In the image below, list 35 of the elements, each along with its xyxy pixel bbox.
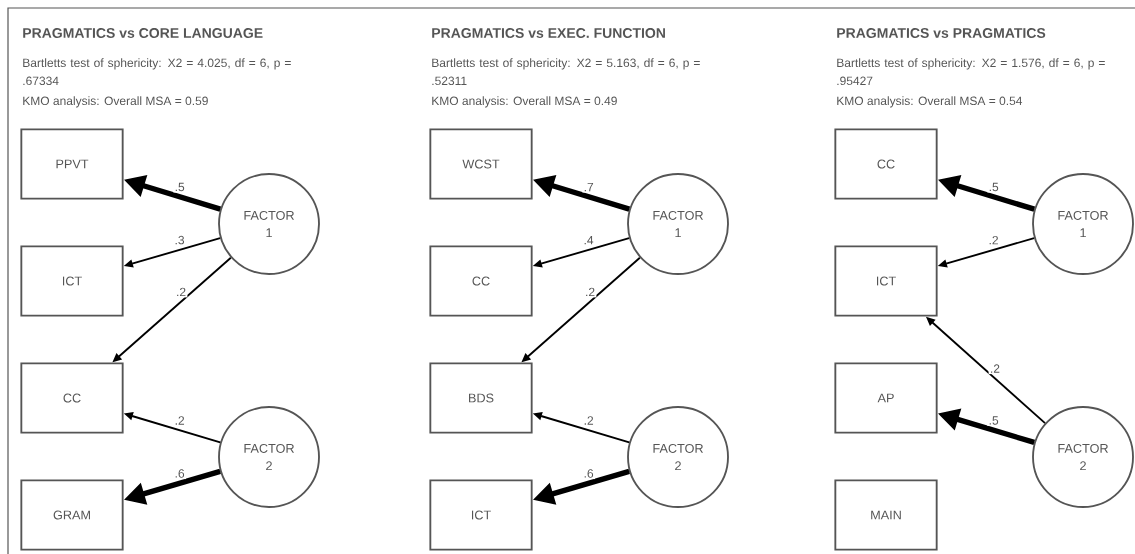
edge-label: .2	[583, 286, 597, 298]
variable-box: WCST	[429, 128, 533, 200]
edge-label: .4	[582, 234, 595, 246]
edge-label: .5	[987, 181, 1000, 193]
variable-box: GRAM	[20, 479, 124, 551]
statistics-text: Bartletts test of sphericity: X2 = 4.025, df = 6, p = .67334	[23, 58, 291, 86]
statistics-text: KMO analysis: Overall MSA = 0.54	[837, 96, 1023, 108]
panel-title: PRAGMATICS vs PRAGMATICS	[837, 28, 1046, 38]
edge-label: .2	[174, 286, 188, 298]
variable-box: CC	[834, 128, 938, 200]
edge-label: .2	[987, 234, 1000, 246]
variable-box: ICT	[20, 245, 124, 317]
edge-label: .2	[582, 414, 595, 426]
variable-box: ICT	[429, 479, 533, 551]
variable-box: MAIN	[834, 479, 938, 551]
variable-box: ICT	[834, 245, 938, 317]
statistics-text: KMO analysis: Overall MSA = 0.59	[23, 96, 208, 108]
edge-label: .5	[987, 414, 1000, 426]
edge-label: .2	[988, 363, 1002, 375]
variable-box: CC	[429, 245, 533, 317]
variable-box: CC	[20, 362, 124, 434]
edge-label: .7	[582, 181, 595, 193]
statistics-text: Bartletts test of sphericity: X2 = 5.163, df = 6, p = .52311	[432, 58, 700, 86]
variable-box: PPVT	[20, 128, 124, 200]
edge-label: .2	[173, 414, 186, 426]
edge-label: .3	[173, 234, 186, 246]
variable-box: BDS	[429, 362, 533, 434]
panel-title: PRAGMATICS vs EXEC. FUNCTION	[432, 28, 665, 38]
variable-box: AP	[834, 362, 938, 434]
edge-label: .6	[173, 467, 186, 480]
statistics-text: Bartletts test of sphericity: X2 = 1.576, df = 6, p = .95427	[837, 58, 1105, 86]
statistics-text: KMO analysis: Overall MSA = 0.49	[432, 96, 617, 108]
edge-label: .6	[582, 467, 595, 480]
panel-title: PRAGMATICS vs CORE LANGUAGE	[23, 28, 263, 38]
edge-label: .5	[173, 181, 186, 193]
